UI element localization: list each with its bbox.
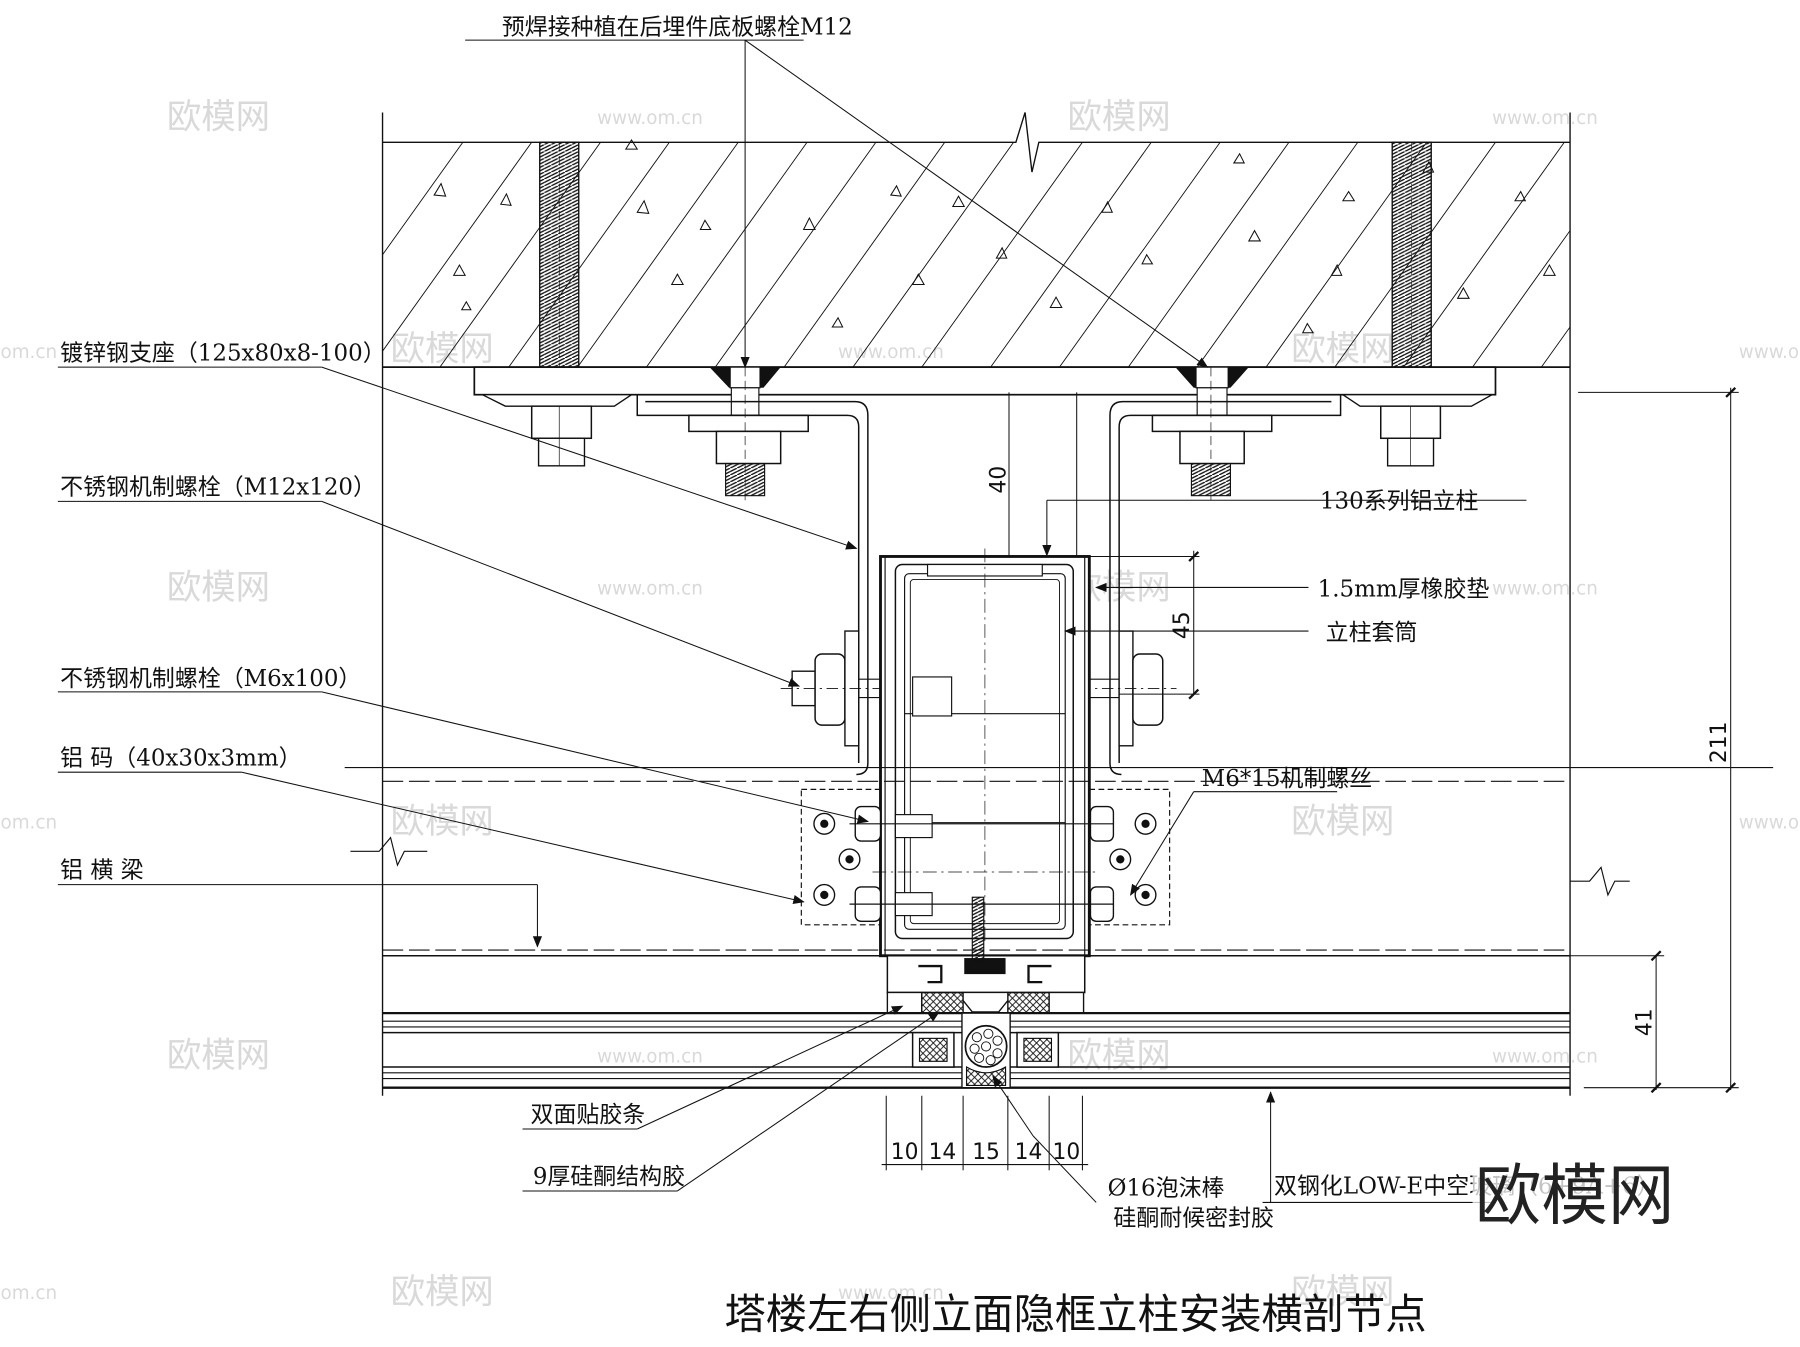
svg-text:欧模网: 欧模网 [1291, 329, 1394, 369]
svg-text:www.om.cn: www.om.cn [1492, 108, 1598, 129]
dim-bottom-4: 14 [1015, 1140, 1043, 1165]
label-tape: 双面贴胶条 [531, 1102, 646, 1128]
svg-text:www.om.cn: www.om.cn [597, 1046, 703, 1067]
aluminum-mullion [872, 548, 1100, 958]
svg-text:www.om.cn: www.om.cn [838, 342, 944, 363]
mullion-bolt [780, 630, 1177, 747]
logo-backdrop [1472, 1158, 1703, 1234]
label-bolt-m12: 不锈钢机制螺栓（M12x120） [60, 475, 376, 501]
svg-text:欧模网: 欧模网 [391, 1272, 494, 1312]
svg-text:欧模网: 欧模网 [167, 98, 270, 138]
dimension-ticks [1188, 386, 1737, 1094]
dim-40: 40 [987, 466, 1012, 494]
label-bolt-m6: 不锈钢机制螺栓（M6x100） [60, 666, 361, 692]
label-rubber-pad: 1.5mm厚橡胶垫 [1318, 577, 1490, 603]
svg-text:om.cn: om.cn [0, 1283, 57, 1304]
aluminum-clips [800, 788, 1171, 926]
dimension-lines [881, 387, 1739, 1171]
label-screw: M6*15机制螺丝 [1202, 766, 1373, 792]
dim-41: 41 [1633, 1008, 1658, 1036]
svg-text:www.om.cn: www.om.cn [1492, 1046, 1598, 1067]
label-aluminum-transom: 铝 横 梁 [60, 858, 143, 884]
dim-bottom-3: 15 [972, 1140, 1000, 1165]
svg-text:欧模网: 欧模网 [1068, 98, 1171, 138]
svg-text:www.om.cn: www.om.cn [1739, 342, 1800, 363]
dim-bottom-1: 10 [891, 1140, 919, 1165]
svg-text:www.om.cn: www.om.cn [597, 578, 703, 599]
label-foam-rod: Ø16泡沫棒 [1108, 1176, 1225, 1202]
logo: 欧模网 [1475, 1156, 1675, 1234]
steel-brackets [636, 394, 1342, 776]
label-mullion: 130系列铝立柱 [1320, 488, 1479, 514]
label-aluminum-clip: 铝 码（40x30x3mm） [60, 745, 301, 771]
drawing-title: 塔楼左右侧立面隐框立柱安装横剖节点 [725, 1291, 1427, 1339]
svg-text:欧模网: 欧模网 [1068, 1036, 1171, 1076]
aluminum-transom [344, 767, 1774, 957]
leader-lines [57, 39, 1527, 1203]
label-steel-bracket: 镀锌钢支座（125x80x8-100） [60, 340, 386, 366]
svg-text:欧模网: 欧模网 [1291, 802, 1394, 842]
svg-text:欧模网: 欧模网 [167, 1036, 270, 1076]
label-top-bolt: 预焊接种植在后埋件底板螺栓M12 [502, 14, 853, 40]
svg-text:欧模网: 欧模网 [1291, 1272, 1394, 1312]
label-weather-seal: 硅酮耐候密封胶 [1113, 1205, 1274, 1231]
svg-text:www.om.cn: www.om.cn [838, 1283, 944, 1304]
svg-text:om.cn: om.cn [0, 812, 57, 833]
label-sleeve: 立柱套筒 [1326, 620, 1418, 646]
svg-text:www.om.cn: www.om.cn [1492, 578, 1598, 599]
embedded-plate [473, 366, 1497, 501]
svg-text:欧模网: 欧模网 [391, 802, 494, 842]
svg-text:www.om.cn: www.om.cn [1739, 812, 1800, 833]
svg-text:www.om.cn: www.om.cn [597, 108, 703, 129]
label-silicone: 9厚硅酮结构胶 [533, 1164, 685, 1190]
svg-text:om.cn: om.cn [0, 342, 57, 363]
glazing-assembly [382, 896, 1571, 1089]
dim-bottom-2: 14 [929, 1140, 957, 1165]
svg-text:欧模网: 欧模网 [391, 329, 494, 369]
svg-text:欧模网: 欧模网 [167, 568, 270, 608]
dim-45: 45 [1170, 611, 1195, 639]
dim-211: 211 [1707, 722, 1732, 764]
